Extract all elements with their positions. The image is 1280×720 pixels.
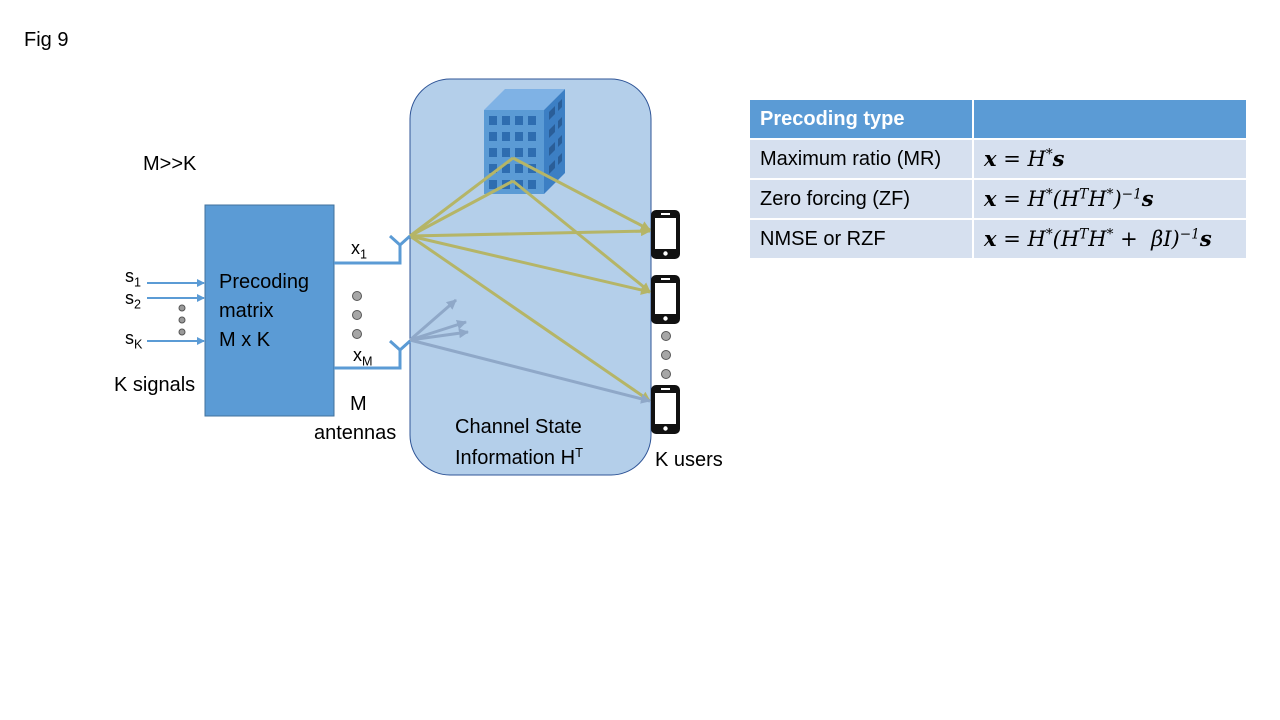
- k-signals-caption: K signals: [114, 374, 196, 396]
- channel-label-line1: Channel State: [455, 416, 582, 438]
- antenna-icon: [388, 234, 412, 353]
- formula-zf: x = H*(HTH*)−1s: [984, 186, 1154, 211]
- table-cell-formula: x = H*s: [972, 138, 1248, 180]
- table-header-formula: [972, 98, 1248, 140]
- output-feed-lines: [334, 245, 402, 370]
- input-s2-label: s2: [125, 288, 142, 312]
- table-cell-type: NMSE or RZF: [748, 218, 974, 260]
- antenna-ellipsis-dots-icon: [352, 291, 362, 339]
- precoding-table: Precoding type Maximum ratio (MR) x = H*…: [748, 98, 1248, 260]
- output-x1-label: x1: [351, 238, 368, 262]
- figure-label: Fig 9: [24, 29, 69, 51]
- table-row: NMSE or RZF x = H*(HTH* + βI)−1s: [748, 218, 1248, 260]
- phone-icon: [651, 210, 680, 259]
- k-users-caption: K users: [655, 449, 723, 471]
- m-antennas-caption-m: M: [350, 393, 367, 415]
- table-cell-formula: x = H*(HTH* + βI)−1s: [972, 218, 1248, 260]
- table-cell-formula: x = H*(HTH*)−1s: [972, 178, 1248, 220]
- formula-rzf: x = H*(HTH* + βI)−1s: [984, 226, 1212, 251]
- table-cell-type: Maximum ratio (MR): [748, 138, 974, 180]
- precoding-matrix-text: Precoding matrix M x K: [219, 268, 309, 355]
- channel-region: [409, 78, 652, 476]
- channel-rays-grey: [409, 298, 651, 404]
- output-xm-label: xM: [353, 345, 373, 369]
- table-header-row: Precoding type: [748, 98, 1248, 140]
- table-cell-type: Zero forcing (ZF): [748, 178, 974, 220]
- phone-icon: [651, 385, 680, 434]
- condition-label: M>>K: [143, 153, 197, 175]
- input-sk-label: sK: [125, 328, 143, 352]
- formula-mr: x = H*s: [984, 146, 1065, 171]
- building-icon: [484, 89, 565, 194]
- users-ellipsis-dots-icon: [661, 331, 671, 379]
- table-header-type: Precoding type: [748, 98, 974, 140]
- input-arrows: [147, 279, 205, 345]
- precoding-line1: Precoding: [219, 271, 310, 293]
- m-antennas-caption-antennas: antennas: [314, 422, 397, 444]
- input-ellipsis-dots-icon: [178, 304, 186, 336]
- precoding-matrix-box: [204, 204, 335, 417]
- table-row: Maximum ratio (MR) x = H*s: [748, 138, 1248, 180]
- phone-icon: [651, 275, 680, 324]
- table-row: Zero forcing (ZF) x = H*(HTH*)−1s: [748, 178, 1248, 220]
- precoding-line2: matrix: [219, 300, 274, 322]
- precoding-line3: M x K: [219, 329, 271, 351]
- channel-rays-olive: [409, 156, 651, 403]
- channel-label-line2: Information HT: [455, 445, 584, 470]
- input-s1-label: s1: [125, 266, 142, 290]
